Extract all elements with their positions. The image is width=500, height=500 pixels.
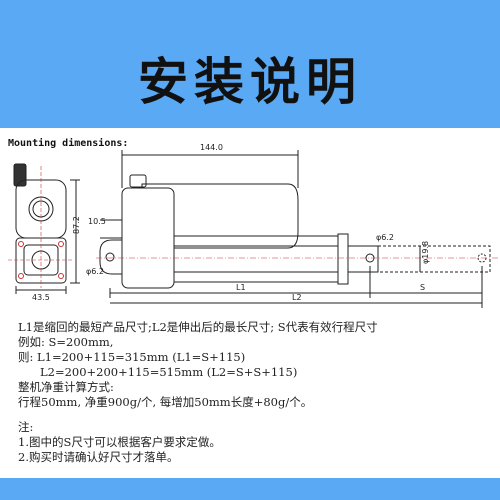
- page-title: 安装说明: [138, 53, 362, 111]
- note-line-6: 行程50mm, 净重900g/个, 每增加50mm长度+80g/个。: [18, 395, 313, 409]
- motor-cap: [129, 174, 147, 188]
- cable-connector: [13, 163, 27, 187]
- side-view: [8, 163, 80, 294]
- note-line-7: 注:: [18, 420, 34, 434]
- note-line-9: 2.购买时请确认好尺寸才落单。: [18, 450, 179, 464]
- note-line-4: L2=200+200+115=515mm (L2=S+S+115): [40, 365, 298, 379]
- extended-rod: [377, 245, 491, 273]
- s-label: S: [420, 283, 425, 292]
- section-label: Mounting dimensions:: [8, 138, 129, 149]
- rod-dia-dim: φ19.8: [421, 241, 430, 264]
- notes-gap: [18, 410, 488, 420]
- l2-label: L2: [292, 293, 302, 302]
- note-line-8: 1.图中的S尺寸可以根据客户要求定做。: [18, 435, 221, 449]
- note-line-1: L1是缩回的最短产品尺寸;L2是伸出后的最长尺寸; S代表有效行程尺寸: [18, 320, 378, 334]
- rear-lug: [99, 239, 123, 275]
- note-line-5: 整机净重计算方式:: [18, 380, 114, 394]
- rear-lug-hole: [105, 252, 115, 262]
- notes-block: L1是缩回的最短产品尺寸;L2是伸出后的最长尺寸; S代表有效行程尺寸 例如: …: [18, 320, 488, 465]
- title-banner: 安装说明: [0, 0, 500, 128]
- note-line-2: 例如: S=200mm,: [18, 335, 114, 349]
- tube-end-cap: [337, 233, 349, 285]
- actuator-drawing: 87.2 43.5: [8, 143, 498, 308]
- bottom-strip: [0, 478, 500, 500]
- height-dim: 87.2: [72, 216, 81, 234]
- front-view: [96, 150, 498, 308]
- note-line-3: 则: L1=200+115=315mm (L1=S+115): [18, 350, 246, 364]
- offset-dim: 10.5: [88, 217, 106, 226]
- hole-right-dim: φ6.2: [376, 233, 394, 242]
- hole-left-dim: φ6.2: [86, 267, 104, 276]
- motor-cylinder: [141, 183, 299, 249]
- gearbox-housing: [121, 187, 175, 289]
- l1-label: L1: [236, 283, 246, 292]
- length-dim: 144.0: [200, 143, 223, 152]
- width-dim: 43.5: [32, 293, 50, 302]
- outer-tube: [173, 235, 339, 283]
